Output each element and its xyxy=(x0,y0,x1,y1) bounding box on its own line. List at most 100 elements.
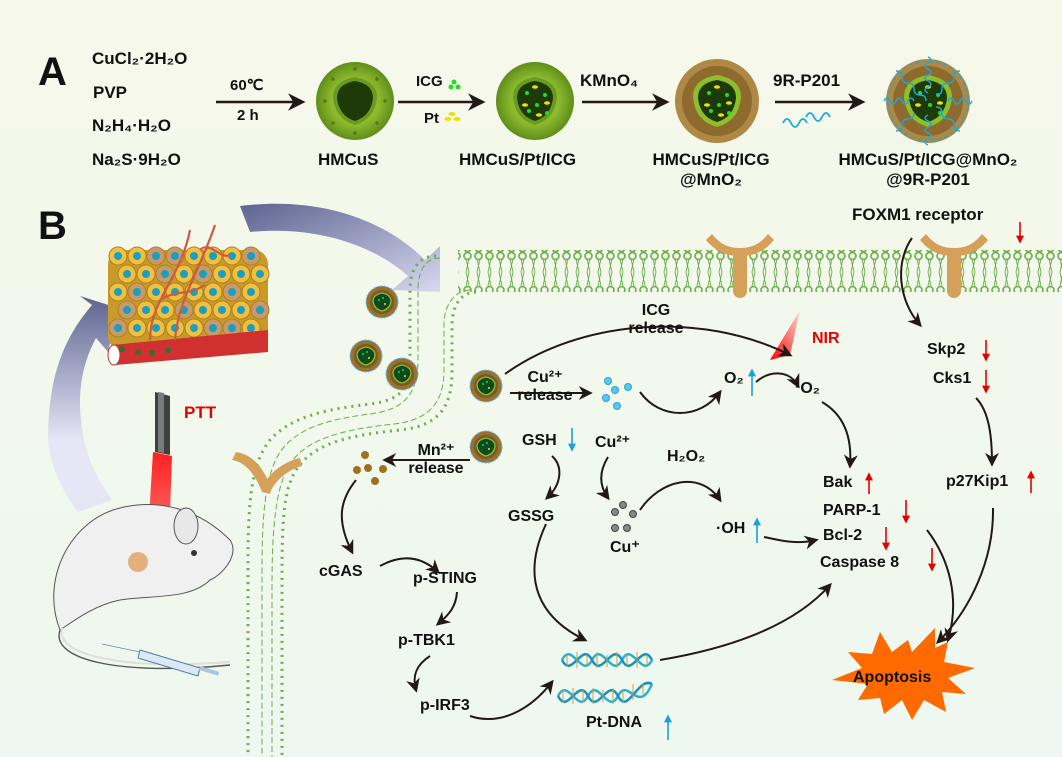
cu2-label: Cu²⁺ xyxy=(595,434,631,451)
nir-label: NIR xyxy=(812,330,840,347)
tumor-cell xyxy=(250,300,270,320)
hmcus-pt-icg-mno2-particle xyxy=(675,59,759,143)
nanoparticle-icon xyxy=(349,339,383,373)
mouse-to-tumor-arrow-tail xyxy=(48,440,112,512)
tumor-cell xyxy=(241,282,261,302)
ptt-label: PTT xyxy=(184,403,217,422)
tumor-cell xyxy=(117,300,137,320)
p27kip1-label: p27Kip1 xyxy=(946,473,1009,490)
cu1-ion-dots xyxy=(611,501,637,532)
mn-release-label: Mn²⁺ release xyxy=(398,440,474,478)
tumor-cell xyxy=(117,264,137,284)
panel-label-b: B xyxy=(38,204,67,248)
tumor-cell xyxy=(212,264,232,284)
tumor-cell xyxy=(108,282,128,302)
tumor-cell xyxy=(241,246,261,266)
tumor-cell xyxy=(136,300,156,320)
tumor-to-cell-arrow xyxy=(240,203,440,292)
skp2-label: Skp2 xyxy=(927,341,966,358)
icg-dots-icon xyxy=(448,79,461,90)
tumor-cell xyxy=(127,246,147,266)
cgas-label: cGAS xyxy=(319,563,363,580)
tumor-cell xyxy=(193,300,213,320)
nanoparticle-icon xyxy=(385,357,419,391)
tumor-cell xyxy=(184,246,204,266)
gssg-label: GSSG xyxy=(508,508,555,525)
mouse-illustration xyxy=(53,504,234,670)
mn-release-line2: release xyxy=(408,460,464,477)
syringe-icon xyxy=(101,643,220,677)
step1-temp: 60℃ xyxy=(230,77,264,94)
tumor-cell xyxy=(108,246,128,266)
reagent: CuCl₂·2H₂O xyxy=(92,49,188,68)
product-mno2: HMCuS/Pt/ICG @MnO₂ xyxy=(646,150,776,190)
tumor-cell xyxy=(155,264,175,284)
tumor-cell xyxy=(146,246,166,266)
tumor-cell xyxy=(231,300,251,320)
mn2-ion-dots xyxy=(353,451,387,485)
reagent: Na₂S·9H₂O xyxy=(92,150,181,169)
regulation-arrows xyxy=(568,222,1035,740)
singlet-oxygen-label: ¹O₂ xyxy=(795,380,820,397)
product-final-line2: @9R-P201 xyxy=(886,170,970,189)
tumor-cell xyxy=(155,300,175,320)
tumor-cell xyxy=(231,264,251,284)
pirf3-label: p-IRF3 xyxy=(420,697,470,714)
step2-pt: Pt xyxy=(424,110,439,127)
nanoparticle-icon xyxy=(469,430,503,464)
tumor-cell xyxy=(212,300,232,320)
icg-release-label: ICG release xyxy=(606,302,706,338)
icg-release-line1: ICG xyxy=(641,302,671,319)
tumor-cell xyxy=(108,318,128,338)
psting-label: p-STING xyxy=(413,570,477,587)
receptor-left-icon xyxy=(232,452,302,494)
cks1-label: Cks1 xyxy=(933,370,972,387)
tumor-cell xyxy=(222,246,242,266)
cell-membrane xyxy=(246,250,1062,757)
caspase8-label: Caspase 8 xyxy=(820,554,900,571)
step2-icg: ICG xyxy=(416,73,443,90)
hmcus-pt-icg-particle xyxy=(496,62,574,140)
step1-time: 2 h xyxy=(237,107,259,124)
tumor-cell xyxy=(222,318,242,338)
panel-label-a: A xyxy=(38,50,67,94)
tumor-illustration xyxy=(107,224,270,366)
mn-release-line1: Mn²⁺ xyxy=(417,442,455,459)
tumor-cell xyxy=(127,318,147,338)
cu1-label: Cu⁺ xyxy=(610,539,640,556)
nanoparticle-icon xyxy=(469,369,503,403)
hmcus-particle xyxy=(316,62,394,140)
product-final: HMCuS/Pt/ICG@MnO₂ @9R-P201 xyxy=(828,150,1028,190)
parp1-label: PARP-1 xyxy=(823,502,881,519)
reagent: N₂H₄·H₂O xyxy=(92,116,171,135)
o2-label: O₂ xyxy=(724,370,744,387)
apoptosis-label: Apoptosis xyxy=(853,669,932,686)
step4-9r-p201: 9R-P201 xyxy=(773,71,841,90)
final-nanoparticle xyxy=(883,56,973,146)
pt-dna-label: Pt-DNA xyxy=(586,714,642,731)
tumor-cell xyxy=(136,264,156,284)
reagent: PVP xyxy=(93,83,128,102)
tumor-cell xyxy=(203,282,223,302)
bcl2-label: Bcl-2 xyxy=(823,527,863,544)
mouse-to-tumor-arrow xyxy=(48,296,118,440)
nanoparticle-icon xyxy=(365,285,399,319)
apoptosis-burst xyxy=(832,628,975,720)
bak-label: Bak xyxy=(823,474,853,491)
product-hmcus-pt-icg: HMCuS/Pt/ICG xyxy=(459,150,577,169)
cu-release-line2: release xyxy=(517,387,573,404)
product-final-line1: HMCuS/Pt/ICG@MnO₂ xyxy=(838,150,1018,169)
tumor-cell xyxy=(203,318,223,338)
product-mno2-line1: HMCuS/Pt/ICG xyxy=(652,150,770,169)
cu-release-label: Cu²⁺ release xyxy=(505,367,585,405)
gsh-label: GSH xyxy=(522,432,557,449)
foxm1-receptor-label: FOXM1 receptor xyxy=(852,205,984,224)
product-mno2-line2: @MnO₂ xyxy=(680,170,742,189)
pathway-arrows xyxy=(340,237,999,720)
tumor-cell xyxy=(127,282,147,302)
cu2-ion-dots xyxy=(602,377,632,410)
receptor-icon xyxy=(706,234,774,298)
step3-kmno4: KMnO₄ xyxy=(580,71,639,90)
product-hmcus: HMCuS xyxy=(318,150,379,169)
